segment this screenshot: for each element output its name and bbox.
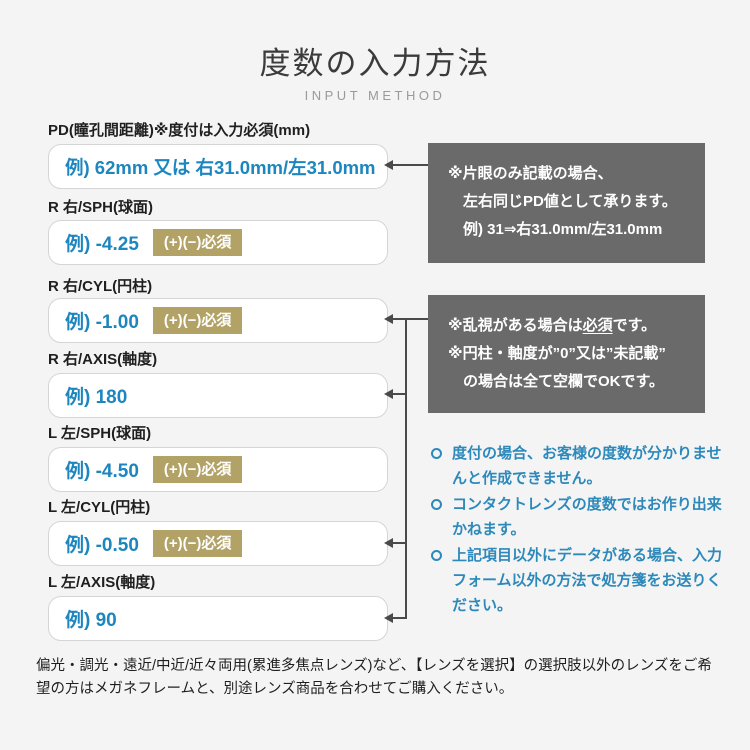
list-item: 上記項目以外にデータがある場合、入力フォーム以外の方法で処方箋をお送りください。 xyxy=(430,543,724,618)
list-item: 度付の場合、お客様の度数が分かりませんと作成できません。 xyxy=(430,441,724,491)
caution-list: 度付の場合、お客様の度数が分かりませんと作成できません。 コンタクトレンズの度数… xyxy=(430,441,724,619)
example-value: 例) -4.50 xyxy=(65,461,139,482)
arrow-left-icon xyxy=(384,538,393,548)
pd-note-box: ※片眼のみ記載の場合、 左右同じPD値として承ります。 例) 31⇒右31.0m… xyxy=(428,143,705,263)
page-title: 度数の入力方法 xyxy=(259,46,491,81)
field-label-r-sph: R 右/SPH(球面) xyxy=(48,199,154,216)
list-item: コンタクトレンズの度数ではお作り出来かねます。 xyxy=(430,492,724,542)
field-example-box-r-axis: 例) 180 xyxy=(48,373,388,418)
circle-bullet-icon xyxy=(431,550,442,561)
field-example-box-l-sph: 例) -4.50 (+)(−)必須 xyxy=(48,447,388,492)
connector-trunk-line xyxy=(405,318,407,619)
field-example-box-l-axis: 例) 90 xyxy=(48,596,388,641)
list-item-text: 度付の場合、お客様の度数が分かりませんと作成できません。 xyxy=(452,445,722,487)
note-line: ※乱視がある場合は必須です。 xyxy=(448,312,705,340)
arrow-left-icon xyxy=(384,314,393,324)
note-line: ※円柱・軸度が”0”又は”未記載” xyxy=(448,345,666,362)
note-line: 左右同じPD値として承ります。 xyxy=(463,193,677,210)
field-label-r-cyl: R 右/CYL(円柱) xyxy=(48,278,153,295)
note-underlined-text: 必須 xyxy=(582,317,613,334)
required-badge: (+)(−)必須 xyxy=(152,306,243,335)
connector-line xyxy=(392,164,428,166)
circle-bullet-icon xyxy=(431,448,442,459)
note-line: 例) 31⇒右31.0mm/左31.0mm xyxy=(463,221,663,238)
list-item-text: コンタクトレンズの度数ではお作り出来かねます。 xyxy=(452,496,722,538)
arrow-left-icon xyxy=(384,613,393,623)
field-example-box-r-cyl: 例) -1.00 (+)(−)必須 xyxy=(48,298,388,343)
field-example-box-pd: 例) 62mm 又は 右31.0mm/左31.0mm xyxy=(48,144,388,189)
example-value: 例) 180 xyxy=(65,387,128,408)
example-value: 例) 90 xyxy=(65,610,117,631)
example-value: 例) -4.25 xyxy=(65,234,139,255)
arrow-left-icon xyxy=(384,160,393,170)
field-label-l-sph: L 左/SPH(球面) xyxy=(48,425,152,442)
example-value: 例) 62mm 又は 右31.0mm/左31.0mm xyxy=(65,156,376,178)
field-label-r-axis: R 右/AXIS(軸度) xyxy=(48,351,158,368)
field-example-box-r-sph: 例) -4.25 (+)(−)必須 xyxy=(48,220,388,265)
connector-line xyxy=(392,393,407,395)
required-badge: (+)(−)必須 xyxy=(152,529,243,558)
field-example-box-l-cyl: 例) -0.50 (+)(−)必須 xyxy=(48,521,388,566)
page-subtitle: INPUT METHOD xyxy=(304,88,446,103)
connector-line xyxy=(392,617,407,619)
field-label-l-cyl: L 左/CYL(円柱) xyxy=(48,499,151,516)
required-badge: (+)(−)必須 xyxy=(152,228,243,257)
example-value: 例) -1.00 xyxy=(65,312,139,333)
required-badge: (+)(−)必須 xyxy=(152,455,243,484)
note-text: です。 xyxy=(612,317,657,334)
cyl-axis-note-box: ※乱視がある場合は必須です。 ※円柱・軸度が”0”又は”未記載” の場合は全て空… xyxy=(428,295,705,413)
arrow-left-icon xyxy=(384,389,393,399)
list-item-text: 上記項目以外にデータがある場合、入力フォーム以外の方法で処方箋をお送りください。 xyxy=(452,547,723,614)
connector-line xyxy=(392,542,407,544)
footer-note: 偏光・調光・遠近/中近/近々両用(累進多焦点レンズ)など、【レンズを選択】の選択… xyxy=(36,658,712,698)
note-line: の場合は全て空欄でOKです。 xyxy=(463,373,665,390)
connector-line xyxy=(392,318,428,320)
circle-bullet-icon xyxy=(431,499,442,510)
note-line: ※片眼のみ記載の場合、 xyxy=(448,165,613,182)
note-text: ※乱視がある場合は xyxy=(448,317,583,334)
example-value: 例) -0.50 xyxy=(65,535,139,556)
field-label-l-axis: L 左/AXIS(軸度) xyxy=(48,574,156,591)
field-label-pd: PD(瞳孔間距離)※度付は入力必須(mm) xyxy=(48,122,311,139)
